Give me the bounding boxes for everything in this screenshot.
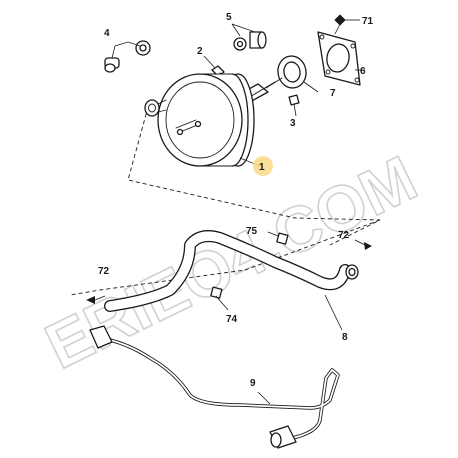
arrow-72-right xyxy=(354,239,372,250)
marker-75 xyxy=(267,231,289,245)
callout-72-left[interactable]: 72 xyxy=(98,266,110,277)
arrow-72-left xyxy=(86,295,106,304)
callout-1[interactable]: 1 xyxy=(259,162,265,173)
callout-9[interactable]: 9 xyxy=(250,378,256,389)
vacuum-line-part-9 xyxy=(89,325,340,449)
callout-4[interactable]: 4 xyxy=(104,28,110,39)
callout-8[interactable]: 8 xyxy=(342,332,348,343)
watermark: ERIEO4.COM xyxy=(35,142,428,383)
callout-3[interactable]: 3 xyxy=(290,118,296,129)
seal-part-5 xyxy=(231,23,267,51)
callout-2[interactable]: 2 xyxy=(197,46,203,57)
grommet-part-4 xyxy=(104,40,151,73)
vacuum-hose-part-8 xyxy=(104,230,359,331)
callout-71[interactable]: 71 xyxy=(362,16,374,27)
callout-72-right[interactable]: 72 xyxy=(338,230,350,241)
group-frame-upper xyxy=(127,99,381,246)
callout-6[interactable]: 6 xyxy=(360,66,366,77)
callout-75[interactable]: 75 xyxy=(246,226,258,237)
highlight-callout-1 xyxy=(253,156,273,176)
seal-ring-part-7 xyxy=(277,55,319,93)
marker-74 xyxy=(210,286,229,311)
callout-5[interactable]: 5 xyxy=(226,12,232,23)
callout-7[interactable]: 7 xyxy=(330,88,336,99)
brake-booster-part-1 xyxy=(144,73,261,167)
clip-part-3 xyxy=(288,94,300,117)
gasket-part-6 xyxy=(317,31,365,86)
callout-74[interactable]: 74 xyxy=(226,314,238,325)
marker-71 xyxy=(334,14,360,35)
